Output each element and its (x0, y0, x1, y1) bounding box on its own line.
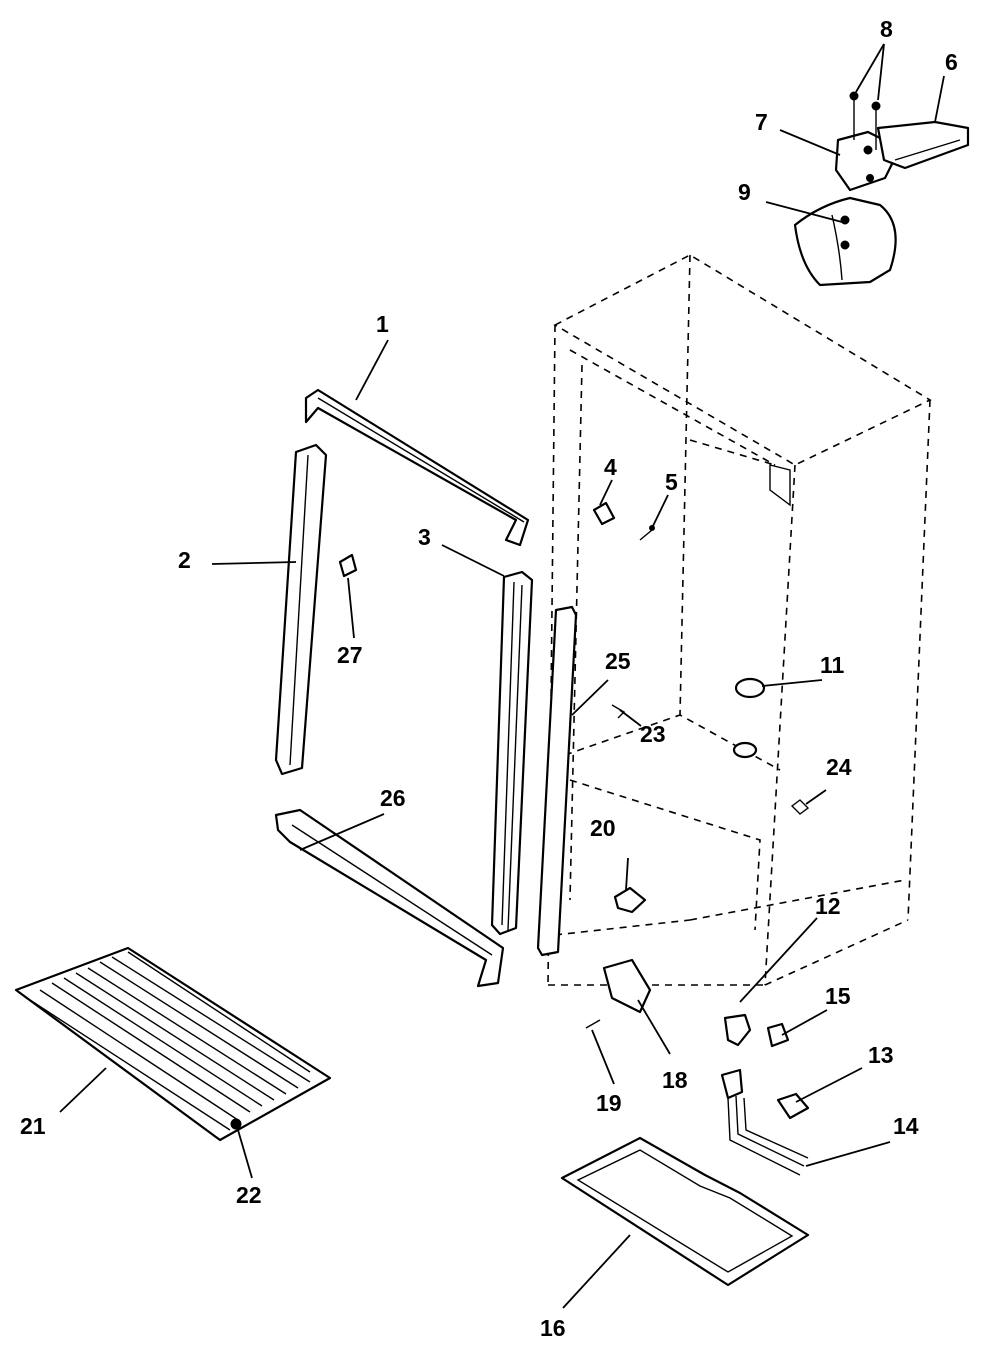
callout-label-8: 8 (880, 16, 893, 42)
callout-label-12: 12 (815, 893, 841, 919)
drain-tube (727, 1095, 809, 1176)
callout-label-13: 13 (868, 1042, 894, 1068)
callout-label-15: 15 (825, 983, 851, 1009)
callout-label-14: 14 (893, 1113, 919, 1139)
callout-label-22: 22 (236, 1182, 262, 1208)
callout-label-23: 23 (640, 721, 666, 747)
small-parts (338, 501, 810, 1120)
callout-label-24: 24 (826, 754, 852, 780)
callout-label-21: 21 (20, 1113, 46, 1139)
callout-label-4: 4 (604, 454, 617, 480)
door-gasket-frame (274, 388, 534, 988)
callout-label-19: 19 (596, 1090, 622, 1116)
callout-label-1: 1 (376, 311, 389, 337)
callout-label-27: 27 (337, 642, 363, 668)
callout-label-3: 3 (418, 524, 431, 550)
callout-label-5: 5 (665, 469, 678, 495)
callout-label-6: 6 (945, 49, 958, 75)
wire-shelf (14, 946, 332, 1142)
callout-label-16: 16 (540, 1315, 566, 1341)
door-strip (536, 605, 578, 957)
top-hinge-assembly (793, 91, 970, 287)
leader-lines (59, 43, 945, 1309)
cabinet-outline (547, 254, 932, 986)
drain-pan (560, 1136, 810, 1287)
callout-label-11: 11 (820, 652, 845, 678)
callout-label-20: 20 (590, 815, 616, 841)
callout-label-7: 7 (755, 109, 768, 135)
callout-label-2: 2 (178, 547, 191, 573)
callout-label-9: 9 (738, 179, 751, 205)
callout-label-18: 18 (662, 1067, 688, 1093)
callout-label-26: 26 (380, 785, 406, 811)
callout-label-25: 25 (605, 648, 631, 674)
callout-labels: 1 2 3 4 5 6 7 8 9 11 12 13 14 15 16 18 1… (20, 16, 958, 1341)
